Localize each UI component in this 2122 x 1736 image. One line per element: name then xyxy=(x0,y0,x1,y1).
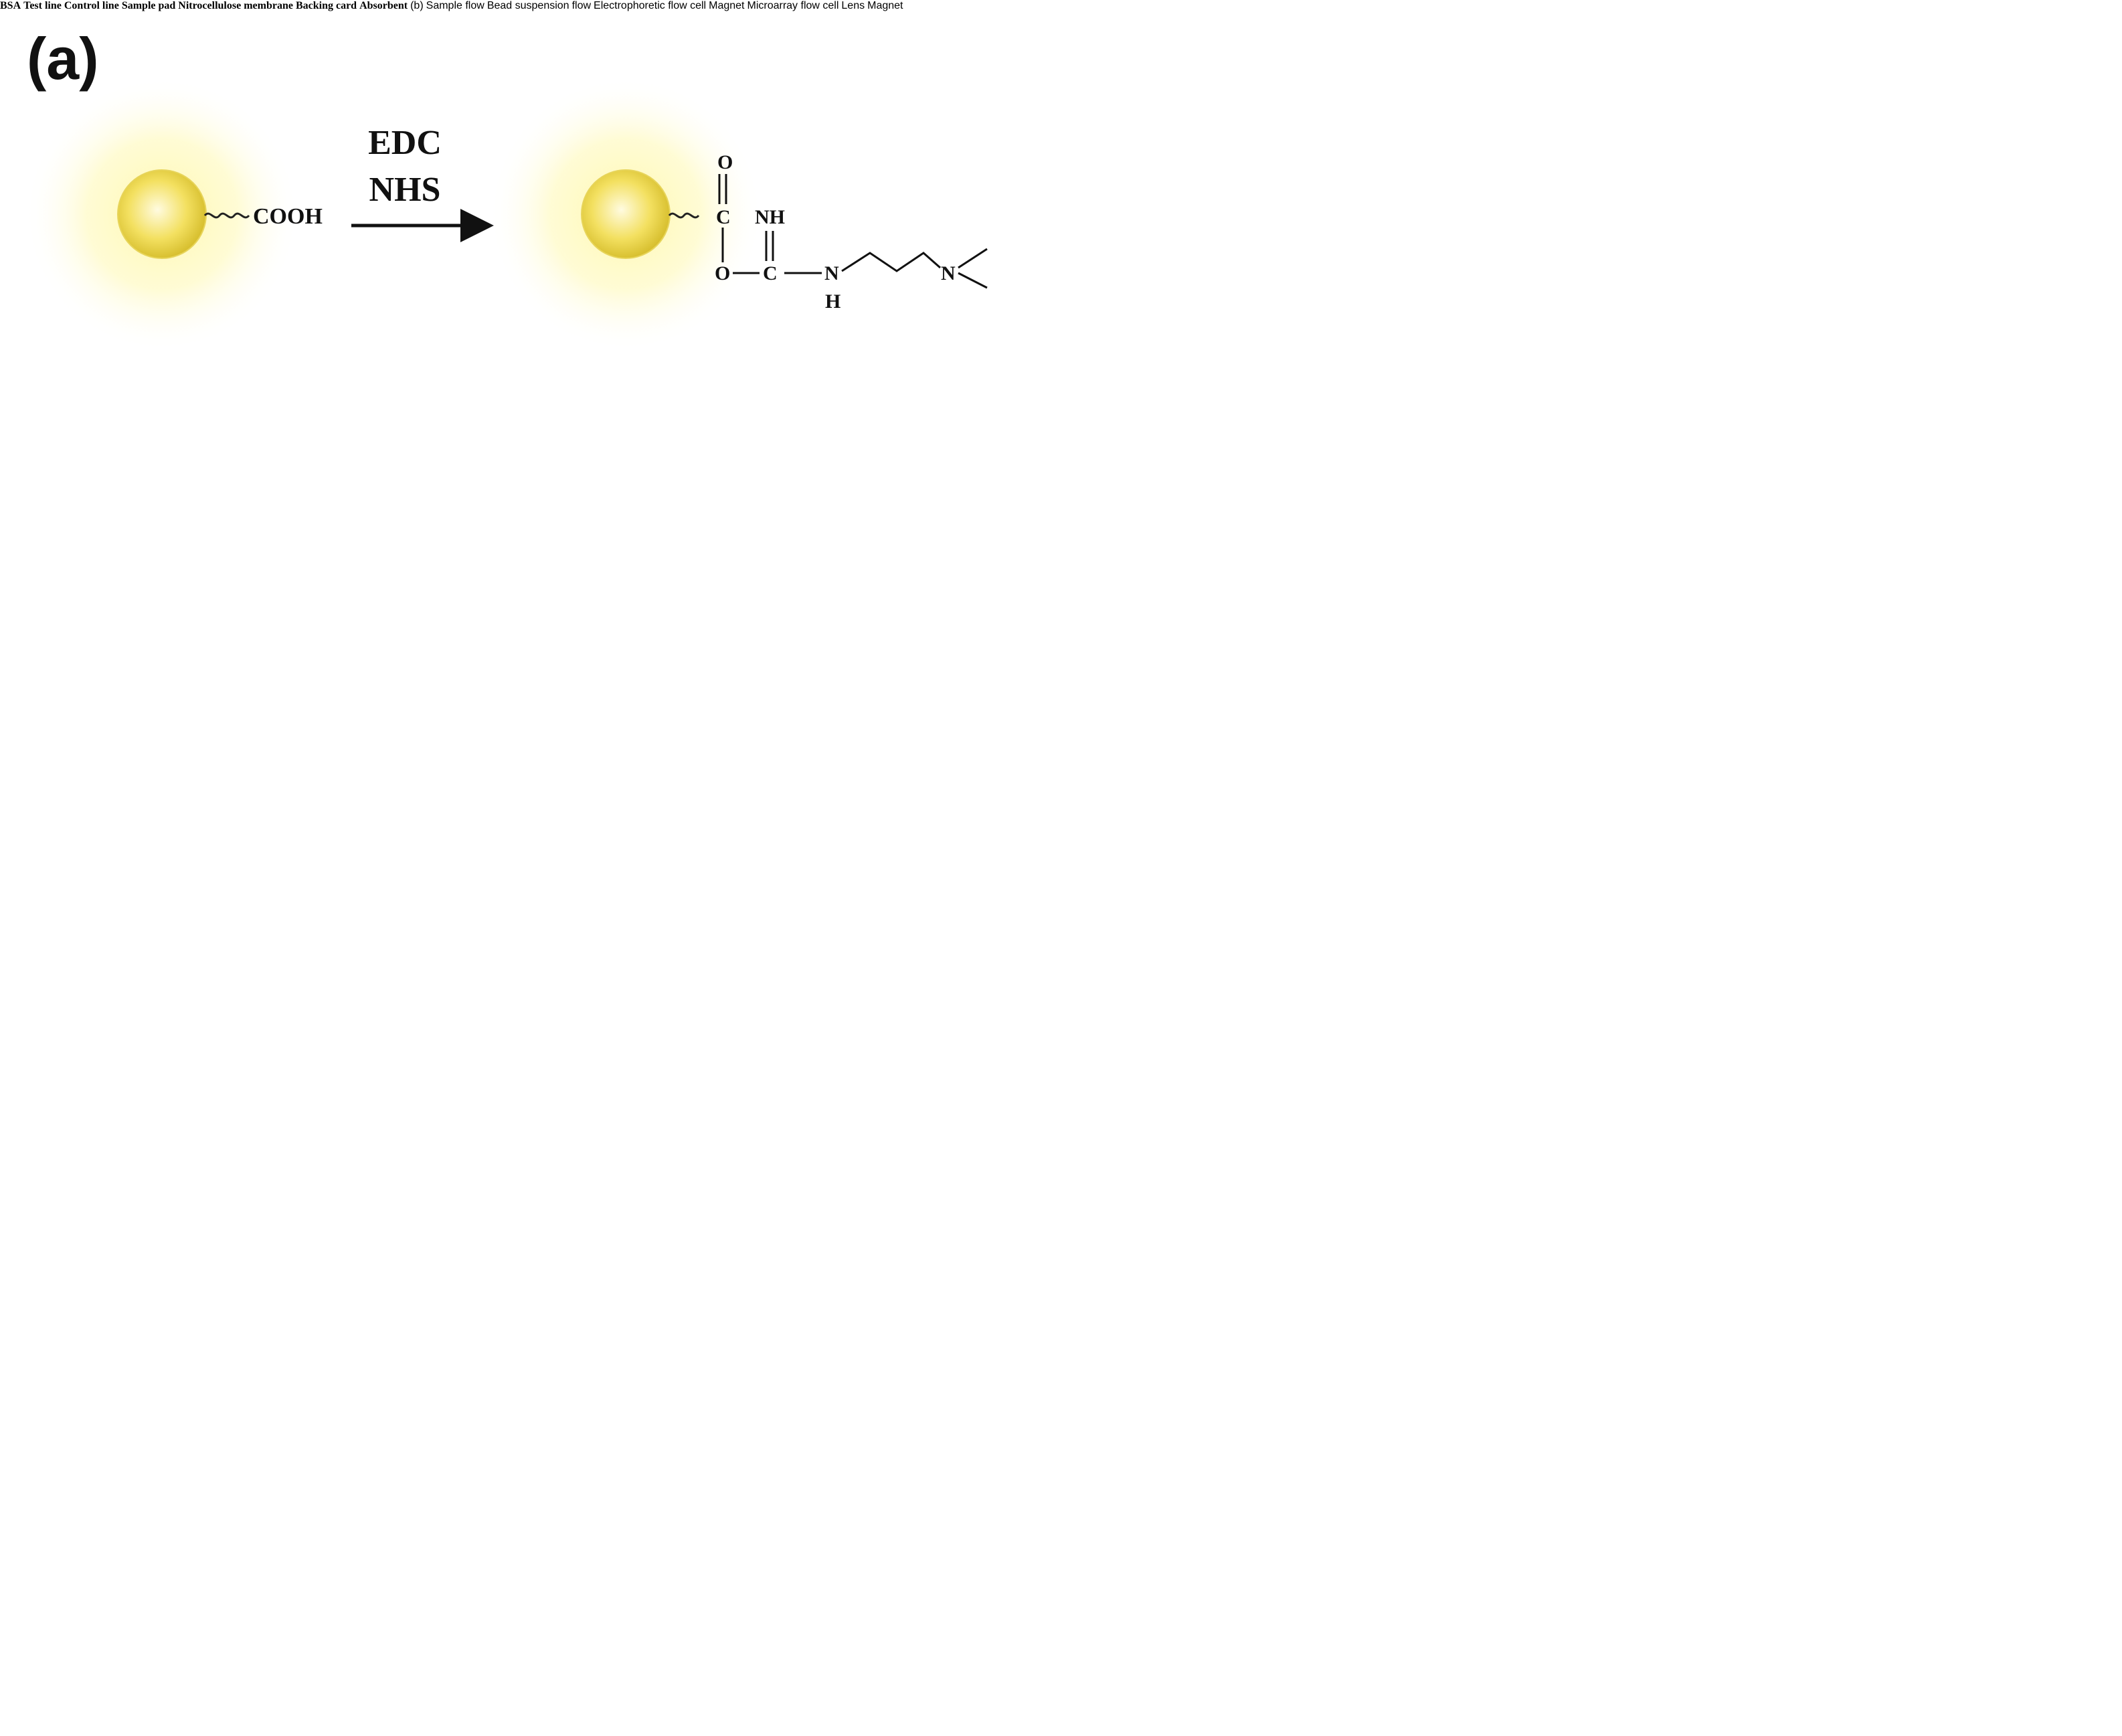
magnet-vertical: Magnet xyxy=(867,0,903,11)
bead-flow-label-2: flow xyxy=(571,0,592,11)
bead-flow-label-1: Bead suspension xyxy=(487,0,569,11)
chem-n1: N xyxy=(824,262,839,284)
sample-pad-label: Sample pad xyxy=(121,0,176,11)
magnet-label: Magnet xyxy=(709,0,745,11)
chem-h: H xyxy=(825,290,841,313)
chem-nh: NH xyxy=(755,206,785,228)
nitrocellulose-label-1: Nitrocellulose xyxy=(178,0,242,11)
chem-o-low: O xyxy=(715,262,730,284)
backing-card-label: Backing card xyxy=(295,0,357,11)
activated-particle: O C NH O C N H N xyxy=(489,77,988,351)
lens-label: Lens xyxy=(841,0,865,11)
chem-c2: C xyxy=(763,262,778,284)
magnet-horizontal: Magnet xyxy=(709,0,747,11)
bsa-label: BSA xyxy=(0,0,21,11)
gold-particle-cooh: COOH xyxy=(25,77,323,351)
absorbent-label: Absorbent xyxy=(359,0,408,11)
edc-label: EDC xyxy=(368,124,442,162)
cooh-label: COOH xyxy=(253,204,323,229)
nitrocellulose-label-2: membrane xyxy=(244,0,293,11)
panel-a-label: (a) xyxy=(27,25,99,92)
chem-c1: C xyxy=(716,206,731,228)
strip-callouts: Test line Control line Sample pad Nitroc… xyxy=(23,0,410,11)
sample-flow-label: Sample flow xyxy=(426,0,484,11)
electrophoretic-flow-cell: Electrophoretic flow cell xyxy=(594,0,747,11)
chem-n2: N xyxy=(941,262,956,284)
microarray-title: Microarray flow cell xyxy=(747,0,839,11)
bsa-arrow: BSA xyxy=(0,0,23,11)
chem-o-top: O xyxy=(717,151,733,173)
electrophoretic-title: Electrophoretic flow cell xyxy=(594,0,707,11)
magnet-label-vertical: Magnet xyxy=(867,0,903,11)
control-line-label: Control line xyxy=(64,0,119,11)
sample-flow-input: Sample flow xyxy=(426,0,487,11)
panel-b-label: (b) xyxy=(410,0,424,11)
test-line-label: Test line xyxy=(23,0,62,11)
bead-flow-input: Bead suspension flow xyxy=(487,0,594,11)
microarray-flow-cell: Microarray flow cell Lens xyxy=(747,0,903,11)
nhs-label: NHS xyxy=(369,171,441,209)
edc-nhs-arrow: EDC NHS xyxy=(351,124,494,242)
lens: Lens xyxy=(841,0,867,11)
